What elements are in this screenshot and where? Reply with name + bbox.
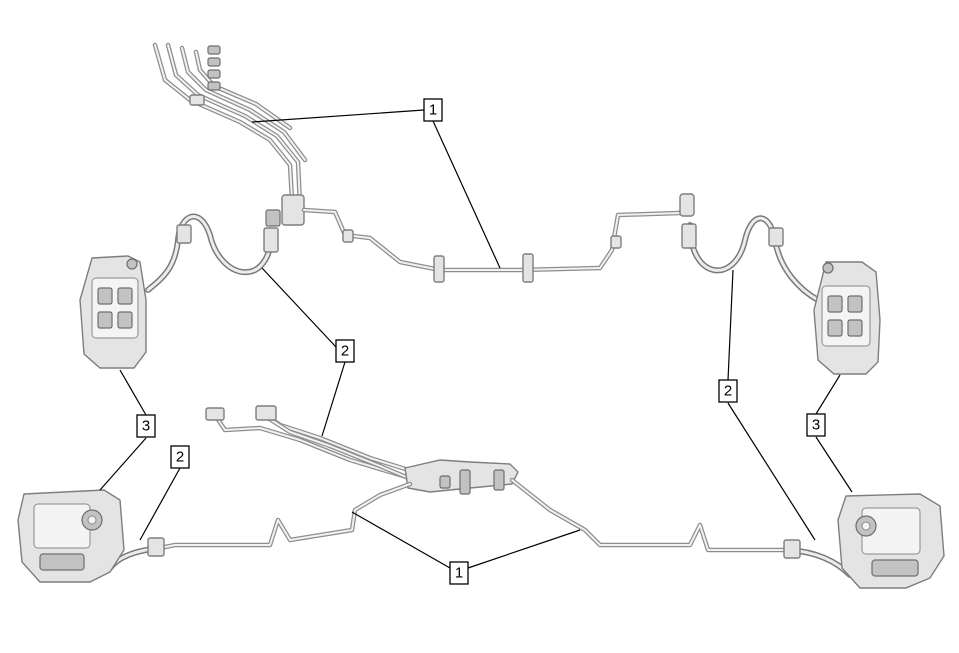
front-left-brake-hose xyxy=(145,213,279,293)
front-right-brake-hose xyxy=(681,215,821,303)
front-brake-tube-bundle xyxy=(152,42,308,227)
svg-text:3: 3 xyxy=(812,417,820,434)
svg-text:2: 2 xyxy=(724,383,732,400)
callout-2-front-right: 2 xyxy=(718,379,738,403)
rear-brake-tube-bundle xyxy=(205,405,519,495)
callout-2-front-left: 2 xyxy=(335,339,355,363)
svg-text:1: 1 xyxy=(429,102,437,119)
callout-1-bottom: 1 xyxy=(449,561,469,585)
rear-right-brake-caliper xyxy=(837,493,945,589)
svg-text:2: 2 xyxy=(341,343,349,360)
svg-text:3: 3 xyxy=(142,418,150,435)
rear-brake-tubes xyxy=(157,477,793,553)
front-crossover-tube xyxy=(301,193,695,283)
front-left-brake-caliper xyxy=(79,255,147,369)
front-right-brake-caliper xyxy=(813,261,881,375)
callout-2-rear-left: 2 xyxy=(170,445,190,469)
rear-left-brake-caliper xyxy=(17,489,125,583)
svg-text:2: 2 xyxy=(176,449,184,466)
svg-text:1: 1 xyxy=(455,565,463,582)
callout-3-right: 3 xyxy=(806,413,826,437)
callout-3-left: 3 xyxy=(136,414,156,438)
leader-lines xyxy=(99,109,853,569)
callout-1-top: 1 xyxy=(423,98,443,122)
